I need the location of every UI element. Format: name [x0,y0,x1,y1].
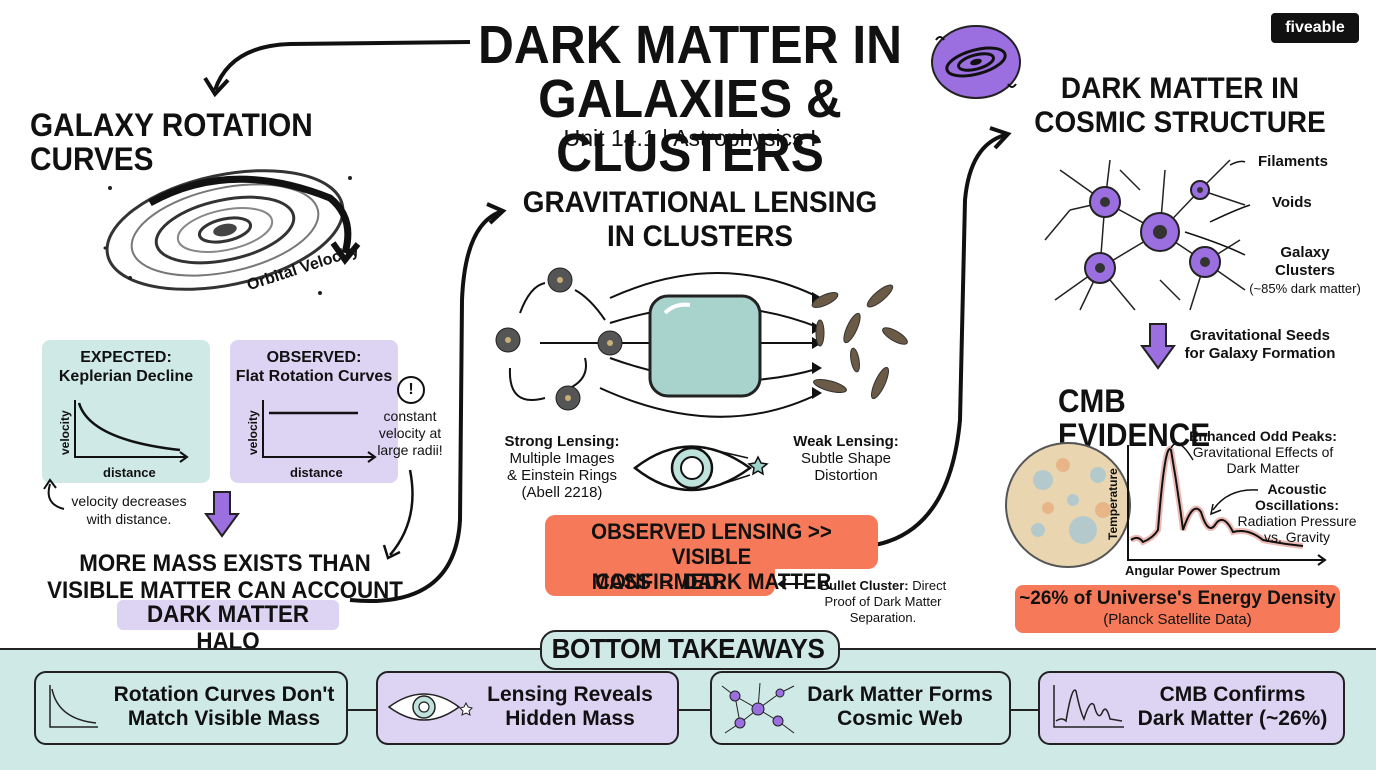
rotation-down-arrow [204,491,240,538]
takeaways-connectors [345,709,1038,711]
cosmic-web-illustration [1044,159,1251,311]
weak-lensing-label: Weak Lensing: Subtle Shape Distortion [793,433,899,484]
eye-lens-icon [632,445,769,492]
takeaway-card-cmb [1038,671,1345,745]
fiveable-logo[interactable]: fiveable [1271,13,1359,43]
observed-x-axis-label: distance [290,465,343,480]
dark-matter-halo-label: DARK MATTER HALO [146,601,309,655]
takeaway-lensing-text: Lensing Reveals Hidden Mass [487,683,653,730]
expected-panel [42,340,210,483]
observed-title: OBSERVED: Flat Rotation Curves [235,349,393,385]
structure-down-arrow [1140,323,1176,370]
takeaway-rotation-text: Rotation Curves Don't Match Visible Mass [113,683,335,730]
odd-peaks-label: Enhanced Odd Peaks: Gravitational Effect… [1189,428,1337,476]
takeaways-heading-box [540,630,840,670]
exclamation-icon: ! [397,376,425,404]
lensing-conclusion-box-bottom [545,560,775,596]
lensing-conclusion-confirmed: CONFIRMED. [595,569,725,594]
acoustic-oscillations-label: Acoustic Oscillations: Radiation Pressur… [1237,481,1357,545]
observed-note: constant velocity at large radii! [377,408,443,458]
lensing-heading: GRAVITATIONAL LENSING IN CLUSTERS [522,186,878,253]
eye-icon [387,693,473,721]
dark-matter-halo-highlight [117,600,339,630]
expected-title: EXPECTED: Keplerian Decline [58,349,194,385]
expected-note-arrow [43,478,65,510]
power-spectrum-icon [1053,685,1124,728]
takeaways-heading: BOTTOM TAKEAWAYS [551,633,825,664]
cosmic-web-icon [721,682,795,734]
spiral-galaxy-illustration [103,169,361,295]
observed-panel [230,340,398,483]
expected-x-axis-label: distance [103,465,156,480]
rotation-curve-icon [49,685,98,728]
galaxy-icon [931,25,1021,99]
gravitational-seeds-label: Gravitational Seeds for Galaxy Formation [1184,327,1336,362]
flat-rotation-chart [262,400,377,463]
expected-y-axis-label: velocity [58,410,72,455]
page-subtitle: Unit 14.1 | Astrophysics I [563,125,817,151]
takeaway-cmb-text: CMB Confirms Dark Matter (~26%) [1137,683,1328,730]
expected-note: velocity decreases with distance. [71,493,187,527]
lensing-diagram [495,267,908,418]
takeaway-cosmic-web-text: Dark Matter Forms Cosmic Web [807,683,993,730]
observed-y-axis-label: velocity [246,410,260,455]
rotation-heading: GALAXY ROTATION CURVES [30,107,313,177]
cmb-power-spectrum-chart [1005,442,1327,568]
takeaway-card-rotation [34,671,348,745]
cmb-y-axis-label: Temperature [1106,468,1120,540]
cmb-result: ~26% of Universe's Energy Density (Planc… [1019,588,1336,628]
lensing-conclusion: OBSERVED LENSING >> VISIBLE MASS → DARK … [591,519,832,594]
page-title: DARK MATTER IN GALAXIES & CLUSTERS [477,15,903,183]
filaments-label: Filaments [1258,153,1329,170]
structure-heading: DARK MATTER IN COSMIC STRUCTURE [1034,72,1326,139]
strong-lensing-label: Strong Lensing: Multiple Images & Einste… [504,433,620,501]
bullet-cluster-note: Bullet Cluster: Direct Proof of Dark Mat… [819,578,947,625]
cmb-result-box [1015,585,1340,633]
voids-label: Voids [1272,194,1312,211]
cmb-x-axis-label: Angular Power Spectrum [1125,563,1281,578]
galaxy-clusters-label: Galaxy Clusters (~85% dark matter) [1249,244,1361,296]
keplerian-decline-chart [74,400,189,463]
bullet-cluster-arrow [777,578,804,590]
